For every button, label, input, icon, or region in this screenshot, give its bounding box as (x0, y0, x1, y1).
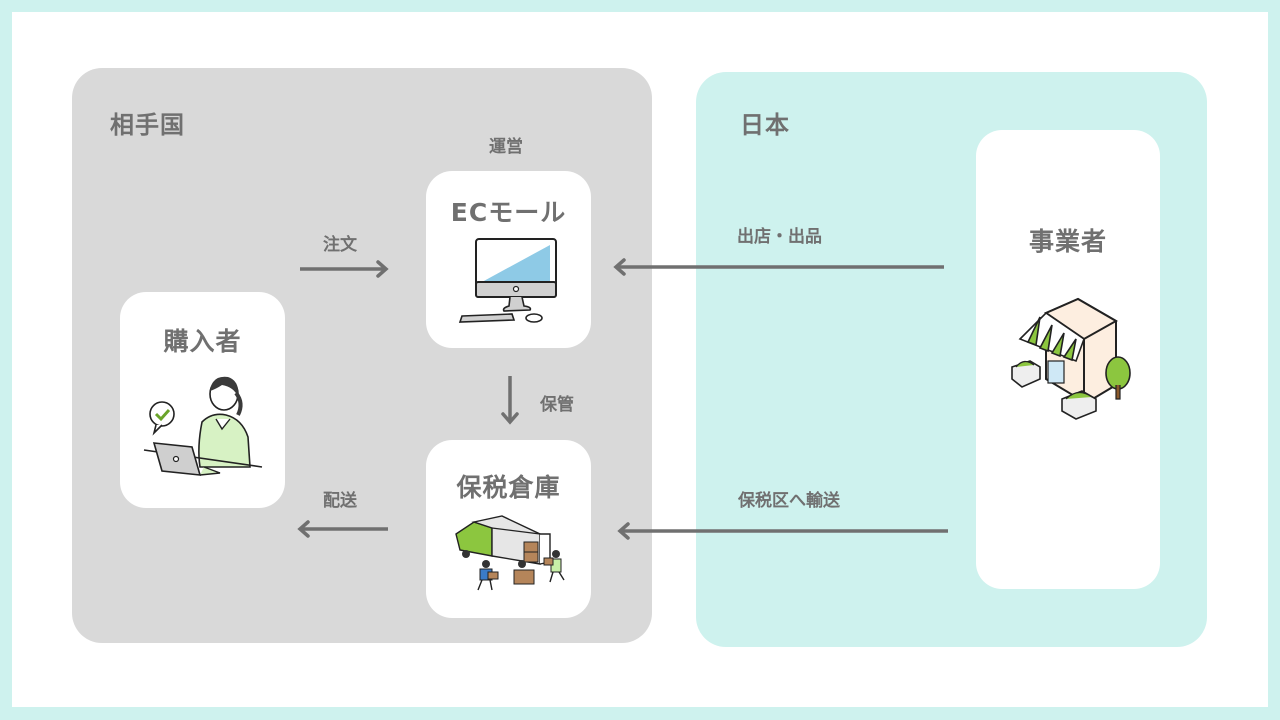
node-bonded-warehouse: 保税倉庫 (426, 440, 591, 618)
node-business: 事業者 (976, 130, 1160, 589)
flow-order-arrow (300, 260, 389, 278)
node-ec-mall-title: ECモール (450, 198, 567, 227)
node-ec-mall: ECモール (426, 171, 591, 348)
flow-transport-label: 保税区へ輸送 (738, 491, 840, 511)
flow-store-listing-label: 出店・出品 (737, 227, 822, 247)
flow-delivery-label: 配送 (323, 491, 357, 511)
region-abroad-title: 相手国 (110, 111, 185, 139)
ec-mall-caption: 運営 (489, 137, 523, 157)
flow-delivery-arrow (297, 520, 388, 538)
person-laptop-icon (143, 376, 263, 476)
flow-order-label: 注文 (323, 235, 357, 255)
node-buyer-title: 購入者 (163, 327, 242, 356)
node-business-title: 事業者 (1028, 227, 1107, 256)
node-buyer: 購入者 (120, 292, 285, 508)
desktop-computer-icon (458, 238, 557, 323)
flow-storage-arrow (501, 376, 519, 425)
flow-storage-label: 保管 (540, 395, 574, 415)
delivery-truck-icon (455, 515, 565, 591)
node-bonded-warehouse-title: 保税倉庫 (456, 473, 561, 502)
flow-transport-arrow (617, 522, 948, 540)
region-japan-title: 日本 (740, 111, 790, 139)
flow-store-listing-arrow (613, 258, 944, 276)
storefront-icon (1011, 297, 1131, 420)
